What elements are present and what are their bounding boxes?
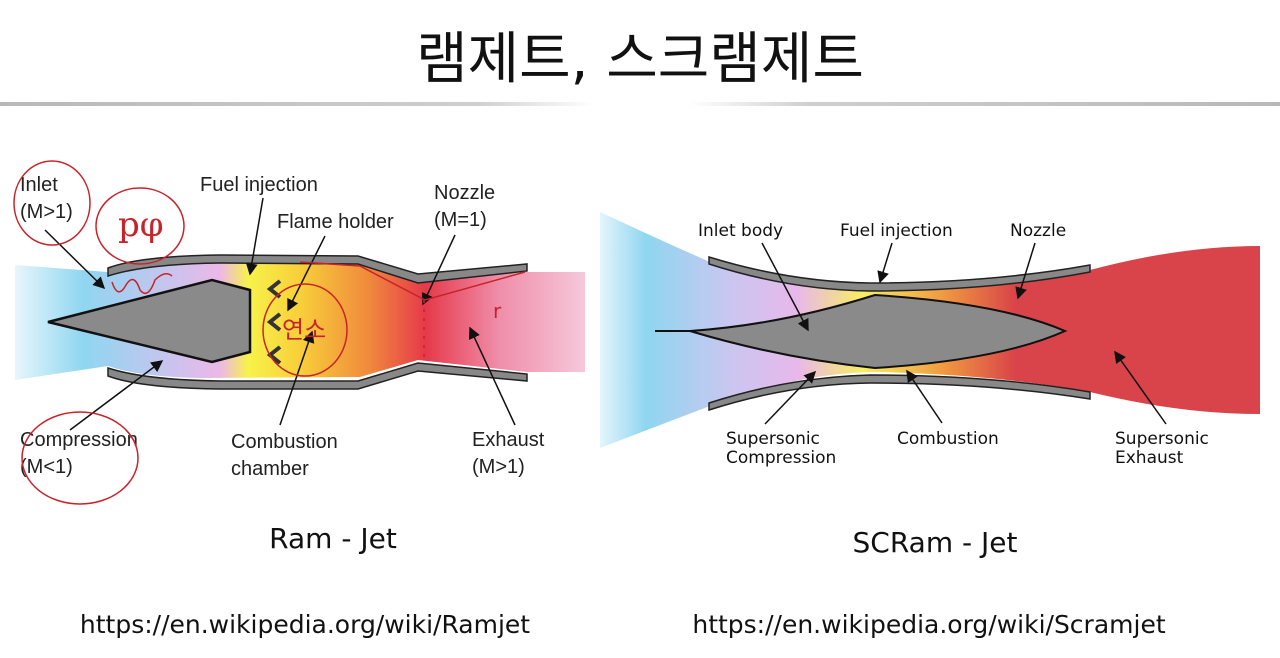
scramjet-inlet-body	[655, 293, 1068, 370]
scramjet-url[interactable]: https://en.wikipedia.org/wiki/Scramjet	[692, 610, 1166, 639]
annotation-p-phi: pφ	[118, 205, 164, 245]
scramjet-leader-lines	[761, 242, 1167, 425]
ramjet-leader-lines	[44, 197, 516, 431]
label-supersonic-exhaust-2: Exhaust	[1115, 448, 1184, 468]
label-combustion-chamber: chamber	[231, 458, 309, 480]
label-flame-holder: Flame holder	[277, 211, 394, 233]
handwritten-annotations	[13, 160, 526, 505]
ramjet-caption: Ram - Jet	[269, 522, 397, 555]
ramjet-flow	[15, 262, 585, 380]
ramjet-url[interactable]: https://en.wikipedia.org/wiki/Ramjet	[79, 610, 531, 639]
label-supersonic-exhaust-1: Supersonic	[1115, 429, 1209, 449]
label-supersonic-compression-1: Supersonic	[726, 429, 820, 449]
ramjet-cowl-top	[107, 254, 528, 284]
ramjet-diagram: Inlet (M>1) Fuel injection Flame holder …	[13, 160, 585, 505]
title-divider-right	[690, 102, 1280, 106]
label-fuel-injection: Fuel injection	[200, 174, 318, 196]
label-nozzle-mach: (M=1)	[434, 209, 487, 231]
scramjet-cowl-top	[708, 255, 1091, 292]
title-divider-left	[0, 102, 595, 106]
label-compression: Compression	[20, 429, 138, 451]
label-fuel-injection: Fuel injection	[840, 221, 953, 241]
label-nozzle: Nozzle	[1010, 221, 1066, 241]
ramjet-centerbody	[47, 278, 252, 364]
label-supersonic-compression-2: Compression	[726, 448, 836, 468]
scramjet-diagram: Inlet body Fuel injection Nozzle Superso…	[600, 212, 1260, 468]
label-combustion: Combustion	[897, 429, 999, 449]
label-inlet-mach: (M>1)	[20, 201, 73, 223]
slide-title: 램제트, 스크램제트	[416, 27, 864, 92]
annotation-r: r	[493, 299, 502, 323]
label-combustion: Combustion	[231, 431, 338, 453]
scramjet-caption: SCRam - Jet	[852, 526, 1018, 559]
label-nozzle: Nozzle	[434, 182, 495, 204]
label-exhaust-mach: (M>1)	[472, 456, 525, 478]
label-inlet: Inlet	[20, 174, 58, 196]
label-compression-mach: (M<1)	[20, 456, 73, 478]
annotation-yeonso: 연소	[282, 316, 326, 344]
label-exhaust: Exhaust	[472, 429, 545, 451]
label-inlet-body: Inlet body	[698, 221, 783, 241]
ramjet-cowl-bottom	[107, 362, 528, 390]
